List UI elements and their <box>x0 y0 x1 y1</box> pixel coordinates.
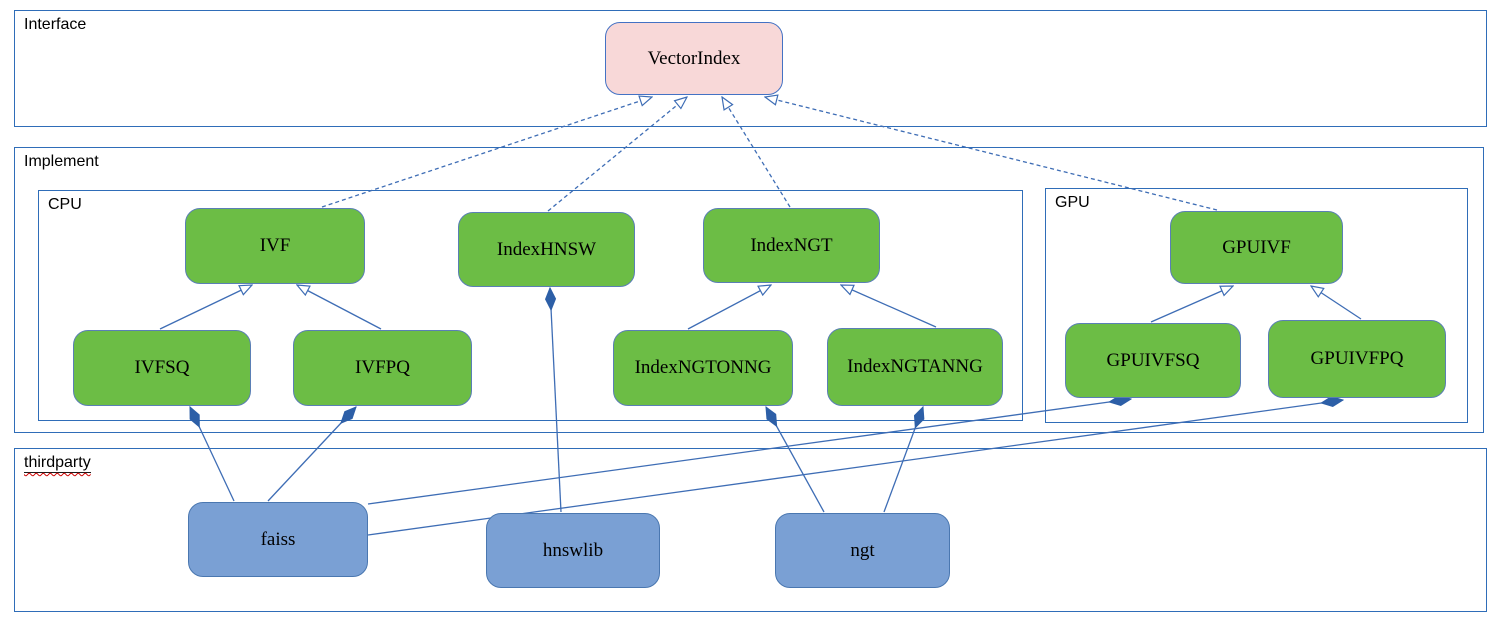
node-ngt[interactable]: ngt <box>775 513 950 588</box>
node-indexngtonng-label: IndexNGTONNG <box>634 357 772 378</box>
node-ivfpq[interactable]: IVFPQ <box>293 330 472 406</box>
container-cpu-label: CPU <box>48 196 82 213</box>
node-ivfsq-label: IVFSQ <box>134 357 190 378</box>
node-indexhnsw-label: IndexHNSW <box>496 238 597 260</box>
node-gpuivfsq[interactable]: GPUIVFSQ <box>1065 323 1241 398</box>
node-indexngt-label: IndexNGT <box>750 234 833 256</box>
node-indexngtanng[interactable]: IndexNGTANNG <box>827 328 1003 406</box>
node-gpuivfpq[interactable]: GPUIVFPQ <box>1268 320 1446 398</box>
node-gpuivf[interactable]: GPUIVF <box>1170 211 1343 284</box>
node-ivf-label: IVF <box>259 235 291 256</box>
node-faiss-label: faiss <box>260 528 296 550</box>
container-gpu-label: GPU <box>1055 194 1090 211</box>
node-gpuivfpq-label: GPUIVFPQ <box>1310 348 1404 369</box>
node-ngt-label: ngt <box>850 539 875 561</box>
node-ivfsq[interactable]: IVFSQ <box>73 330 251 406</box>
node-hnswlib-label: hnswlib <box>542 539 604 561</box>
node-vectorindex-label: VectorIndex <box>647 47 741 69</box>
node-indexngtanng-label: IndexNGTANNG <box>847 356 983 377</box>
container-thirdparty-label: thirdparty <box>24 454 91 473</box>
node-indexhnsw[interactable]: IndexHNSW <box>458 212 635 287</box>
container-implement-label: Implement <box>24 153 99 170</box>
node-gpuivf-label: GPUIVF <box>1222 236 1291 258</box>
node-vectorindex[interactable]: VectorIndex <box>605 22 783 95</box>
node-gpuivfsq-label: GPUIVFSQ <box>1106 349 1200 371</box>
node-ivfpq-label: IVFPQ <box>355 357 410 378</box>
node-hnswlib[interactable]: hnswlib <box>486 513 660 588</box>
node-indexngtonng[interactable]: IndexNGTONNG <box>613 330 793 406</box>
node-indexngt[interactable]: IndexNGT <box>703 208 880 283</box>
container-interface-label: Interface <box>24 16 87 33</box>
node-faiss[interactable]: faiss <box>188 502 368 577</box>
node-ivf[interactable]: IVF <box>185 208 365 284</box>
